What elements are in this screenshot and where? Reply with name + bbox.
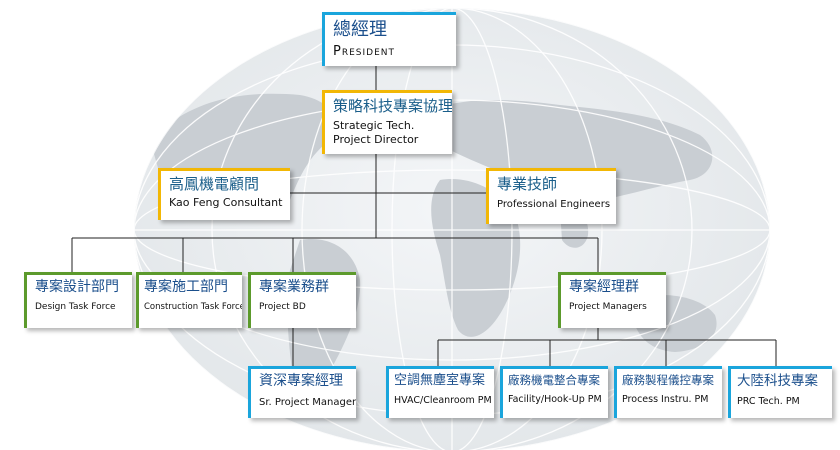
senior-project-manager-box: 資深專案經理 Sr. Project Manager [248, 366, 356, 418]
design-task-force-subtitle: Design Task Force [35, 301, 116, 312]
president-subtitle: President [333, 43, 395, 59]
facility-hookup-pm-box: 廠務機電整合專案 Facility/Hook-Up PM [500, 366, 608, 418]
project-managers-title: 專案經理群 [569, 279, 639, 295]
design-task-force-box: 專案設計部門 Design Task Force [24, 272, 132, 328]
facility-hookup-pm-subtitle: Facility/Hook-Up PM [508, 394, 602, 406]
professional-engineers-box: 專業技師 Professional Engineers [486, 168, 616, 224]
project-managers-subtitle: Project Managers [569, 301, 647, 312]
strategic-director-title: 策略科技專案協理 [333, 97, 452, 115]
process-instrument-pm-subtitle: Process Instru. PM [622, 394, 709, 406]
construction-task-force-title: 專案施工部門 [144, 279, 228, 295]
prc-tech-pm-box: 大陸科技專案 PRC Tech. PM [728, 366, 832, 418]
kaofeng-consultant-box: 高鳳機電顧問 Kao Feng Consultant [158, 168, 290, 220]
president-title: 總經理 [333, 19, 387, 40]
strategic-director-subtitle-line2: Project Director [333, 133, 419, 147]
prc-tech-pm-title: 大陸科技專案 [737, 373, 818, 389]
strategic-director-box: 策略科技專案協理 Strategic Tech. Project Directo… [322, 90, 452, 154]
senior-project-manager-subtitle: Sr. Project Manager [259, 396, 356, 408]
project-bd-subtitle: Project BD [259, 301, 306, 312]
professional-engineers-subtitle: Professional Engineers [497, 198, 611, 210]
hvac-cleanroom-pm-title: 空調無塵室專案 [394, 373, 486, 388]
design-task-force-title: 專案設計部門 [35, 279, 119, 295]
project-bd-box: 專案業務群 Project BD [248, 272, 356, 328]
president-box: 總經理 President [322, 12, 456, 66]
strategic-director-subtitle-line1: Strategic Tech. [333, 118, 415, 132]
process-instrument-pm-box: 廠務製程儀控專案 Process Instru. PM [614, 366, 722, 418]
professional-engineers-title: 專業技師 [497, 175, 558, 193]
kaofeng-consultant-subtitle: Kao Feng Consultant [169, 195, 283, 209]
facility-hookup-pm-title: 廠務機電整合專案 [508, 373, 600, 387]
senior-project-manager-title: 資深專案經理 [259, 373, 343, 389]
hvac-cleanroom-pm-box: 空調無塵室專案 HVAC/Cleanroom PM [386, 366, 494, 418]
hvac-cleanroom-pm-subtitle: HVAC/Cleanroom PM [394, 395, 492, 407]
kaofeng-consultant-title: 高鳳機電顧問 [169, 175, 260, 193]
project-bd-title: 專案業務群 [259, 279, 329, 295]
construction-task-force-subtitle: Construction Task Force [144, 301, 242, 312]
process-instrument-pm-title: 廠務製程儀控專案 [622, 373, 714, 387]
project-managers-box: 專案經理群 Project Managers [558, 272, 666, 328]
prc-tech-pm-subtitle: PRC Tech. PM [737, 395, 800, 407]
construction-task-force-box: 專案施工部門 Construction Task Force [136, 272, 242, 328]
